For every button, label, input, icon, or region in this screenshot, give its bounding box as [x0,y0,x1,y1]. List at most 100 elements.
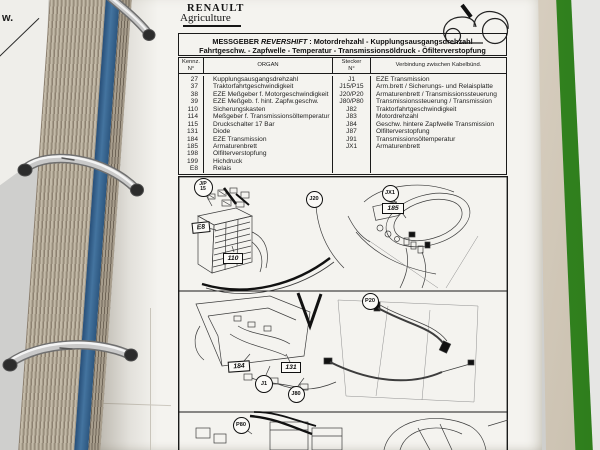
cell-stecker: J83 [333,113,371,121]
cell-verbindung: Transmissionsöltemperatur [376,135,456,143]
desk-background [571,0,600,450]
cell-organ: EZE Meßgeb. f. hint. Zapfw.geschw. [204,98,333,106]
connector-label-j1: J1 [255,375,273,393]
cell-organ: Hichdruck [204,157,333,166]
cell-stecker: J15/P15 [333,83,371,91]
component-label-131: 131 [281,361,301,373]
cell-verbindung: Arm.brett / Sicherungs- und Relaisplatte [376,83,493,91]
logo-rule [183,25,241,28]
title-model: REVERSHIFT [261,36,308,46]
cell-stecker [333,150,371,158]
cell-kennz: 198 [179,150,204,158]
connector-label-j20: J20 [305,190,323,208]
cell-verbindung: Ölfilterverstopfung [376,128,430,136]
cell-kennz: 185 [179,142,204,151]
engine-drawing [195,411,508,450]
cell-organ: Druckschalter 17 Bar [204,120,333,129]
cell-kennz: 27 [179,76,204,84]
cell-stecker: J91 [333,135,371,143]
cell-verbindung: Transmissionssteuerung / Transmission [376,98,492,106]
component-label-185: 185 [382,202,404,214]
cell-verbindung [371,165,506,172]
cell-organ: Sicherungskasten [204,105,333,114]
cell-organ: Meßgeber f. Transmissionsöltemperatur [204,113,333,121]
title-line-1: MESSGEBER REVERSHIFT : Motordrehzahl - K… [212,36,473,46]
cell-stecker: J84 [333,120,371,129]
header-verbindung: Verbindung zwischen Kabelbünd. [395,62,482,69]
connector-label-p80: P80 [232,416,250,434]
cell-kennz: 38 [179,90,204,99]
header-organ: ORGAN [204,58,333,73]
cell-stecker: J87 [333,128,371,136]
cell-kennz: 39 [179,98,204,106]
cell-organ: EZE Meßgeber f. Motorgeschwindigkeit [204,90,333,99]
cell-stecker: J80/P80 [333,98,371,106]
connector-label-jx1: JX1 [381,184,399,202]
cell-verbindung: EZE Transmission [376,76,430,83]
previous-page-text: w. [2,12,14,24]
header-kennz: Kennz.N° [179,58,204,73]
dashboard-drawing [347,184,479,289]
cell-organ: Relais [204,165,333,173]
connector-label-p20: P20 [361,292,379,310]
cell-organ: EZE Transmission [204,135,333,143]
cell-kennz: 114 [179,113,204,121]
cell-organ: Diode [204,128,333,136]
cell-verbindung: Armaturenbrett [376,142,420,150]
cell-kennz: 131 [179,128,204,136]
cell-verbindung: Armaturenbrett / Transmissionssteuerung [376,90,497,98]
renault-agriculture-logo: RENAULT Agriculture [180,3,245,28]
harness-drawing [323,299,479,403]
tractor-icon [443,3,509,45]
cell-kennz: 37 [179,83,204,91]
cell-verbindung [371,150,506,157]
logo-brand: RENAULT [187,3,245,14]
cell-organ: Kupplungsausgangsdrehzahl [204,76,333,84]
cell-verbindung [371,158,506,165]
cell-stecker [333,165,371,173]
cell-kennz: E8 [179,165,204,173]
cell-stecker: J82 [333,105,371,114]
cell-verbindung: Motordrehzahl [376,113,419,121]
title-line-2: Fahrtgeschw. - Zapfwelle - Temperatur - … [199,45,486,55]
under-page-edge-vertical [150,308,151,450]
cell-stecker: J1 [333,76,371,84]
cell-stecker [333,157,371,166]
previous-page-table-line [0,17,40,64]
cell-organ: Armaturenbrett [204,142,333,151]
component-label-184: 184 [227,359,251,373]
cell-organ: Ölfilterverstopfung [204,150,333,158]
title-box: MESSGEBER REVERSHIFT : Motordrehzahl - K… [178,33,507,56]
diagram-line-art [178,176,508,450]
cell-verbindung: Geschw. hintere Zapfwelle Transmission [376,120,495,128]
component-label-110: 110 [223,253,243,264]
cell-stecker: J20/P20 [333,90,371,99]
cell-verbindung: Traktorfahrtgeschwindigkeit [376,105,457,113]
cell-stecker: JX1 [333,142,371,151]
connector-label-j80: J80 [287,385,305,403]
component-label-e8: E8 [191,220,211,234]
cell-organ: Traktorfahrtgeschwindigkeit [204,83,333,91]
cell-kennz: 184 [179,135,204,143]
cell-kennz: 110 [179,105,204,114]
